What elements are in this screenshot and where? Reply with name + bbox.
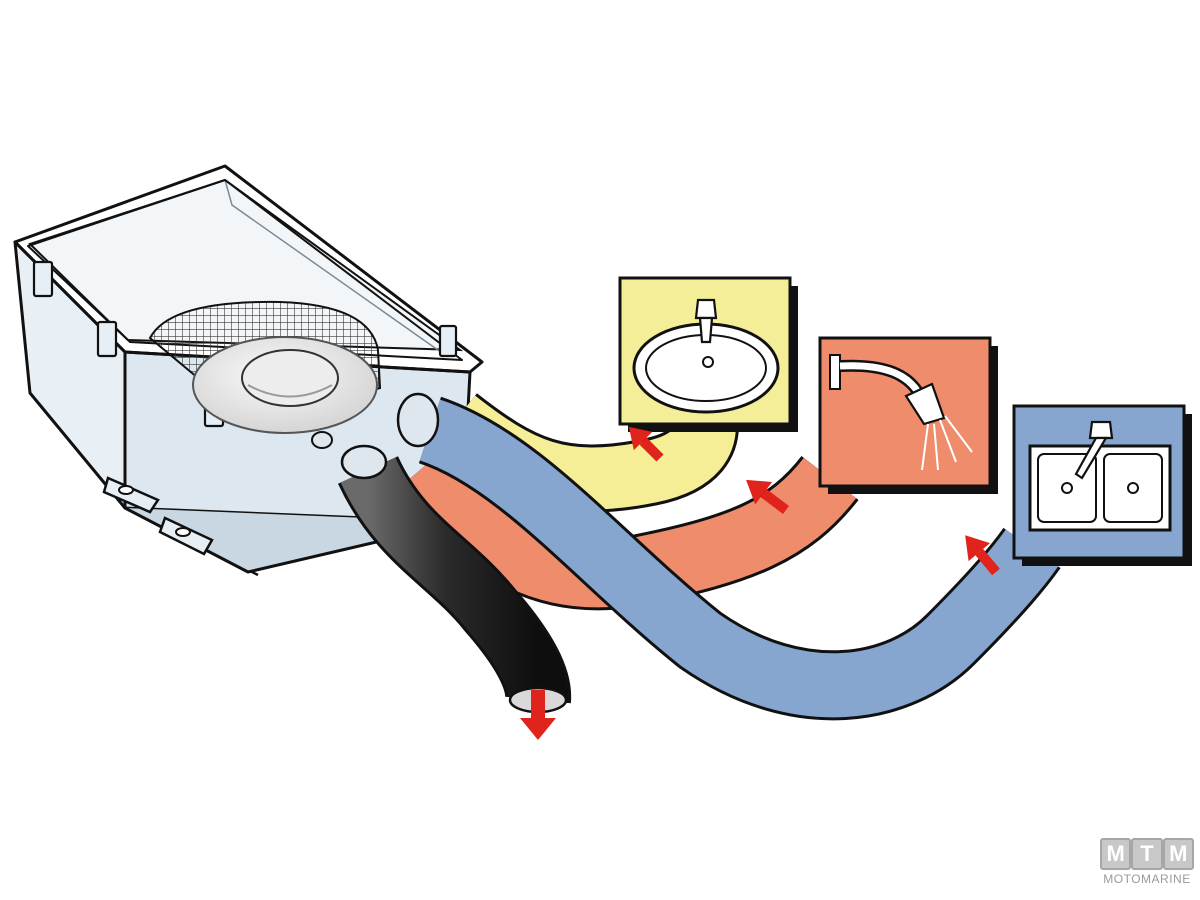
watermark-letter: M	[1100, 838, 1132, 870]
shower-panel	[818, 336, 998, 494]
shower-head-icon	[829, 354, 973, 471]
galley-sink-panel	[1012, 404, 1192, 566]
discharge-flow-arrow	[520, 690, 556, 740]
flow-arrows	[520, 426, 1000, 740]
sump-tank	[13, 164, 484, 577]
wash-basin-panel	[618, 276, 798, 432]
watermark-letter: T	[1131, 838, 1163, 870]
discharge-hose	[337, 444, 572, 714]
double-sink-icon	[1028, 420, 1172, 532]
shower-flow-arrow	[746, 479, 790, 514]
watermark-logo: M T M	[1100, 838, 1194, 870]
watermark-letter: M	[1162, 838, 1194, 870]
brand-watermark: M T M MOTOMARINE	[1100, 838, 1194, 886]
watermark-subtitle: MOTOMARINE	[1103, 872, 1191, 886]
wash-basin-icon	[632, 298, 780, 414]
wash-basin-flow-arrow	[628, 426, 664, 462]
galley-sink-hose	[396, 392, 1061, 721]
galley-sink-flow-arrow	[965, 535, 1000, 576]
